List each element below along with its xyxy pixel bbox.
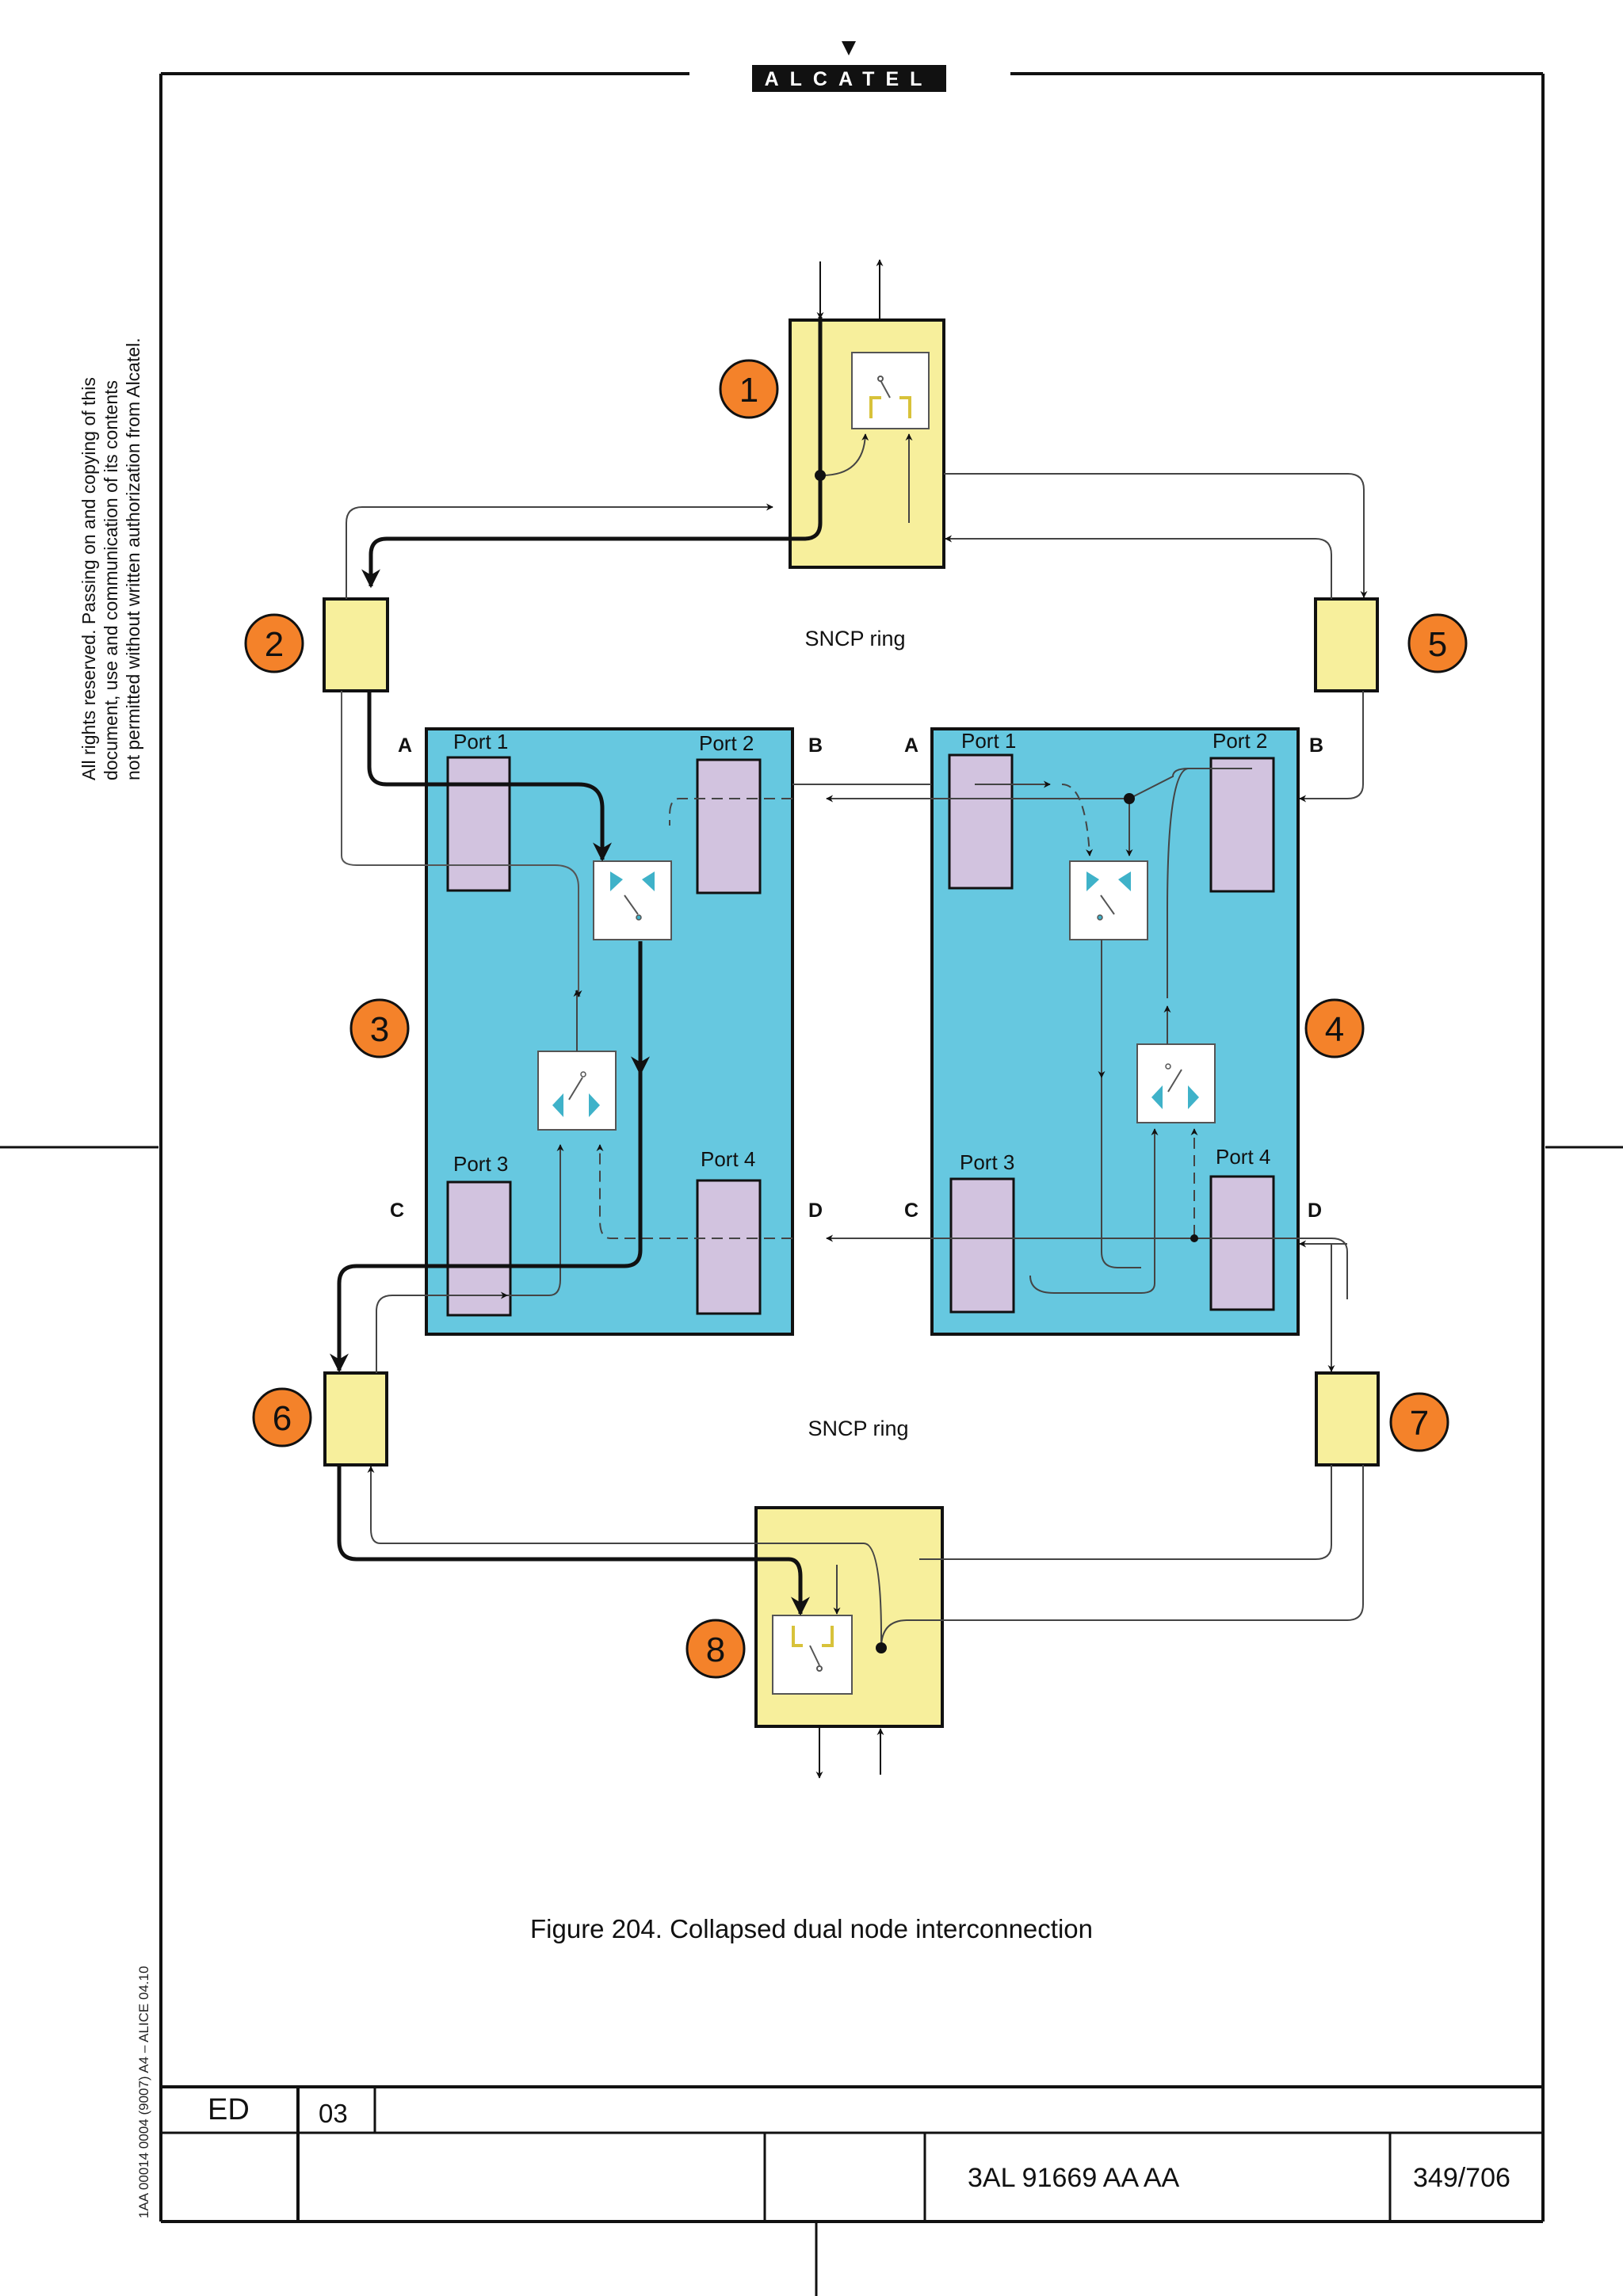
badge-3-number: 3 bbox=[370, 1010, 389, 1049]
right-port-2-label: Port 2 bbox=[1212, 729, 1267, 753]
upper-ring-label: SNCP ring bbox=[804, 627, 905, 650]
left-corner-a: A bbox=[398, 734, 412, 757]
junction-dot bbox=[876, 1642, 887, 1653]
right-port-2-block bbox=[1209, 757, 1275, 893]
edition-label: ED bbox=[208, 2093, 250, 2126]
working-path bbox=[330, 317, 823, 1616]
right-port-3-label: Port 3 bbox=[960, 1150, 1014, 1174]
badge-4 bbox=[1304, 998, 1365, 1058]
right-port-4-label: Port 4 bbox=[1216, 1145, 1270, 1169]
junction-dot bbox=[1190, 1234, 1198, 1242]
node-1 bbox=[789, 318, 945, 569]
left-corner-d: D bbox=[808, 1199, 823, 1222]
badge-5 bbox=[1407, 613, 1468, 673]
badge-7 bbox=[1389, 1392, 1449, 1452]
badge-8-number: 8 bbox=[706, 1630, 725, 1669]
badge-3 bbox=[349, 998, 410, 1058]
node-5 bbox=[1314, 597, 1379, 692]
document-number: 3AL 91669 AA AA bbox=[968, 2163, 1180, 2193]
left-port-1-block bbox=[446, 756, 511, 892]
badge-4-number: 4 bbox=[1325, 1010, 1344, 1049]
node-4-unit bbox=[930, 727, 1300, 1336]
page-frame bbox=[0, 72, 1623, 2222]
badge-1-number: 1 bbox=[739, 371, 758, 410]
left-port-4-label: Port 4 bbox=[701, 1147, 755, 1171]
right-corner-a: A bbox=[904, 734, 918, 757]
left-corner-c: C bbox=[390, 1199, 404, 1222]
edition-value: 03 bbox=[319, 2099, 348, 2128]
left-port-2-label: Port 2 bbox=[699, 731, 754, 755]
title-block bbox=[161, 2085, 1543, 2296]
left-port-3-label: Port 3 bbox=[453, 1152, 508, 1176]
lower-ring-label: SNCP ring bbox=[808, 1417, 908, 1440]
left-port-4-block bbox=[696, 1179, 762, 1315]
right-corner-b: B bbox=[1309, 734, 1323, 757]
badge-1 bbox=[719, 359, 779, 419]
left-port-3-block bbox=[446, 1180, 512, 1317]
node-2 bbox=[323, 597, 389, 692]
right-port-3-block bbox=[949, 1177, 1015, 1314]
badge-6-number: 6 bbox=[273, 1399, 292, 1438]
page-number: 349/706 bbox=[1413, 2163, 1510, 2193]
node-8 bbox=[754, 1506, 944, 1728]
node-7 bbox=[1315, 1371, 1380, 1466]
right-corner-d: D bbox=[1308, 1199, 1322, 1222]
alcatel-logo: ALCATEL bbox=[752, 41, 946, 92]
badge-6 bbox=[252, 1387, 312, 1447]
badge-2-number: 2 bbox=[265, 625, 284, 664]
badge-2 bbox=[244, 613, 304, 673]
node-3-unit bbox=[425, 727, 794, 1336]
badge-7-number: 7 bbox=[1410, 1404, 1429, 1443]
badge-5-number: 5 bbox=[1428, 625, 1447, 664]
left-corner-b: B bbox=[808, 734, 823, 757]
left-port-2-block bbox=[696, 758, 762, 894]
ring-connections bbox=[341, 433, 1368, 1649]
figure-caption: Figure 204. Collapsed dual node intercon… bbox=[530, 1914, 1093, 1943]
node-6 bbox=[323, 1371, 388, 1466]
junction-dot bbox=[1124, 793, 1135, 804]
right-port-4-block bbox=[1209, 1175, 1275, 1311]
right-corner-c: C bbox=[904, 1199, 918, 1222]
right-port-1-label: Port 1 bbox=[961, 729, 1016, 753]
badge-8 bbox=[685, 1619, 746, 1679]
logo-text: ALCATEL bbox=[765, 68, 934, 90]
junction-dot bbox=[815, 470, 826, 481]
right-port-1-block bbox=[948, 753, 1014, 890]
left-port-1-label: Port 1 bbox=[453, 730, 508, 753]
